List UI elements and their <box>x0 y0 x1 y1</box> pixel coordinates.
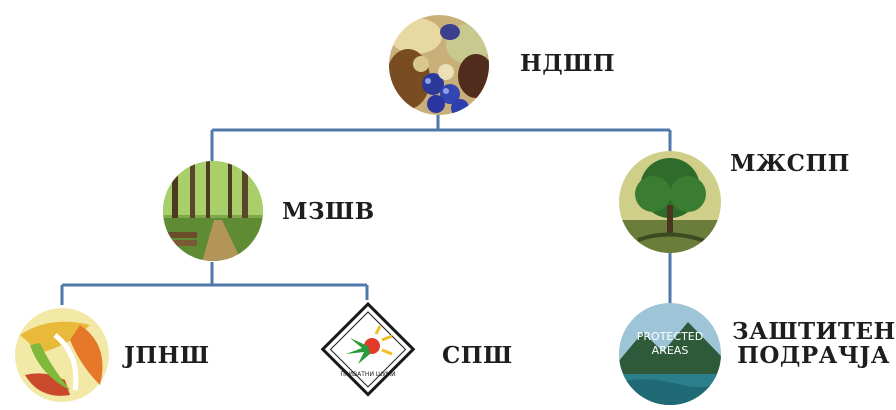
label-protected-line1: ЗАШТИТЕНИ <box>732 318 896 345</box>
label-mzhspp: МЖСПП <box>730 150 850 177</box>
node-ndshp <box>388 14 490 116</box>
spsh-logo-text: ПРИВАТНИ ШУМИ <box>340 371 395 378</box>
forest-road-icon <box>163 161 263 261</box>
node-spsh: ПРИВАТНИ ШУМИ <box>320 301 416 398</box>
protected-badge-line2: AREAS <box>652 344 689 357</box>
protected-areas-icon: PROTECTED AREAS <box>619 303 721 405</box>
food-berries-icon <box>389 15 489 115</box>
node-mzshv <box>162 160 264 262</box>
jpnsh-logo-icon <box>15 308 109 402</box>
node-mzhspp <box>618 150 722 254</box>
label-mzshv: МЗШВ <box>282 198 375 225</box>
label-jpnsh: ЈПНШ <box>124 342 210 369</box>
label-protected-areas: ЗАШТИТЕНИ ПОДРАЧЈА <box>732 318 896 370</box>
protected-badge-line1: PROTECTED <box>637 330 703 343</box>
label-ndshp: НДШП <box>520 50 616 77</box>
node-jpnsh <box>10 305 114 405</box>
label-protected-line2: ПОДРАЧЈА <box>737 342 890 370</box>
label-spsh: СПШ <box>442 342 513 369</box>
spsh-logo-icon: ПРИВАТНИ ШУМИ <box>320 301 416 397</box>
tree-icon <box>619 151 721 253</box>
node-protected-areas: PROTECTED AREAS <box>618 302 722 406</box>
